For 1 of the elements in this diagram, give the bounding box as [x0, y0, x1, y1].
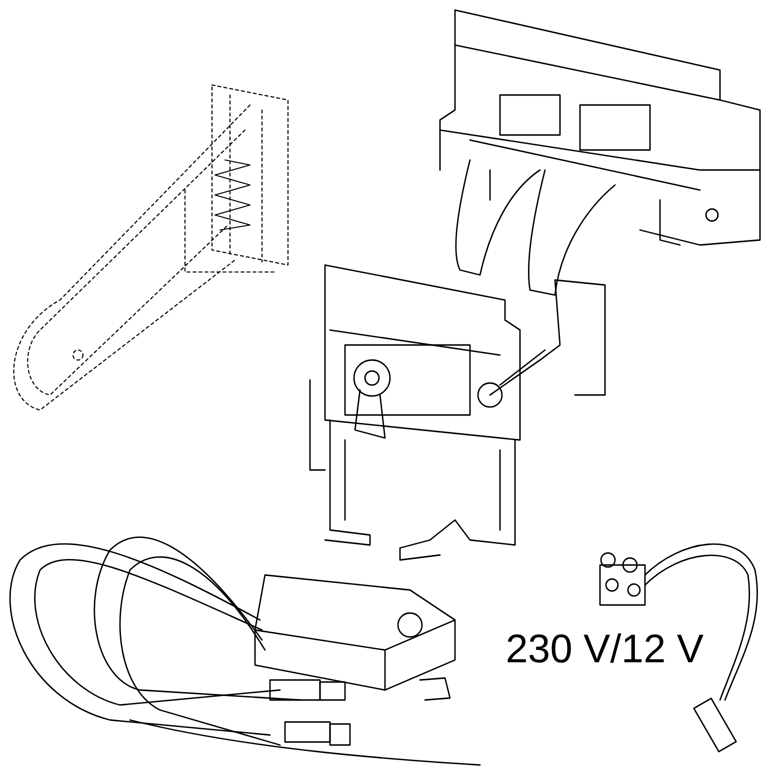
voltage-label: 230 V/12 V	[508, 633, 704, 663]
